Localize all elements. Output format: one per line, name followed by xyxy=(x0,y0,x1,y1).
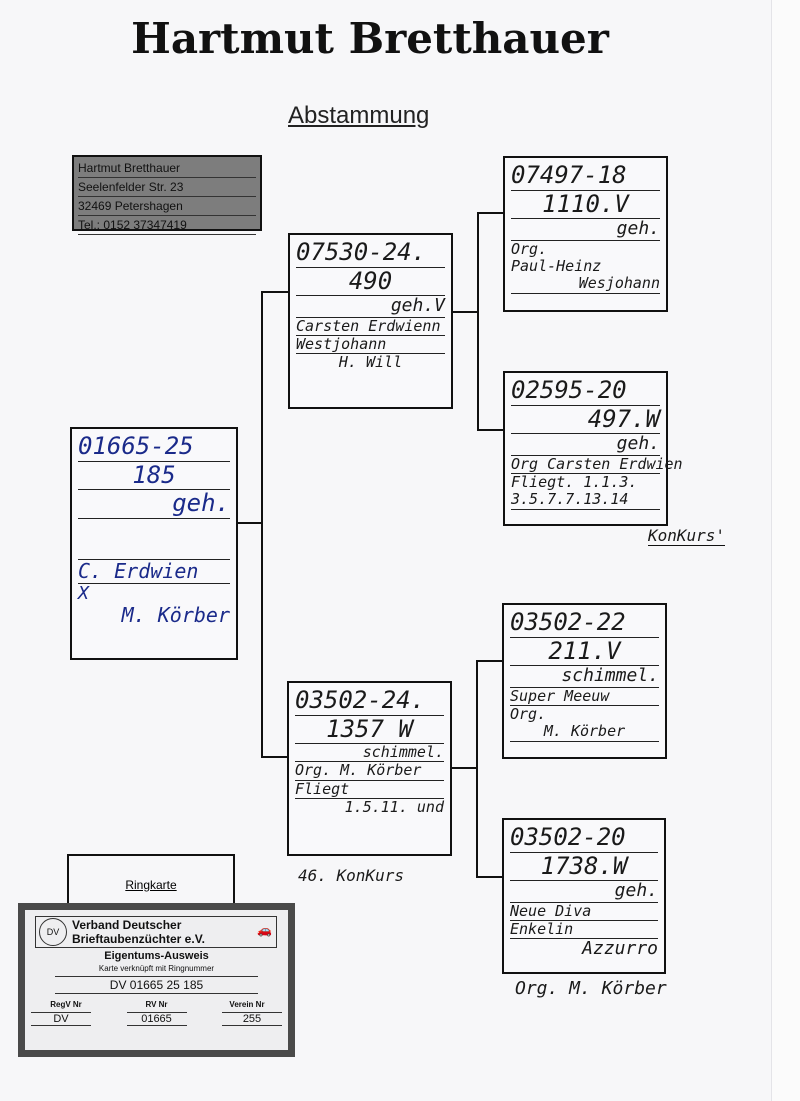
address-street: Seelenfelder Str. 23 xyxy=(78,178,256,197)
ring-number: 03502-24. xyxy=(295,686,444,716)
breeder: Org. M. Körber xyxy=(295,762,444,781)
color: schimmel. xyxy=(510,665,659,688)
scan-edge xyxy=(771,0,800,1101)
color: geh. xyxy=(511,218,660,241)
connector xyxy=(476,876,503,878)
connector xyxy=(261,291,263,758)
color: geh. xyxy=(510,880,658,903)
breeder: M. Körber xyxy=(510,723,659,742)
breeder: Carsten Erdwienn xyxy=(296,317,445,337)
card-subheading: Karte verknüpft mit Ringnummer xyxy=(98,964,215,973)
color: geh. xyxy=(511,433,660,456)
dam-sire-box: 03502-22 211.V schimmel. Super Meeuw Org… xyxy=(502,603,667,759)
pigeon-number: 185 xyxy=(78,461,230,491)
document-subtitle: Abstammung xyxy=(288,102,430,129)
col-label: Verein Nr xyxy=(229,1000,265,1009)
pigeon-number: 1110.V xyxy=(511,190,660,220)
document-title: Hartmut Bretthauer xyxy=(131,14,609,63)
ring-number: 03502-20 xyxy=(510,823,658,853)
breeder: M. Körber xyxy=(121,603,230,628)
col-value: 255 xyxy=(222,1012,282,1026)
pigeon-number: 1738.W xyxy=(510,852,658,882)
dam-dam-box: 03502-20 1738.W geh. Neue Diva Enkelin A… xyxy=(502,818,666,974)
performance: Fliegt. 1.1.3. xyxy=(511,473,638,492)
breeder: H. Will xyxy=(338,353,403,372)
pigeon-number: 1357 W xyxy=(295,715,444,745)
ring-number: 02595-20 xyxy=(511,376,660,406)
root-pigeon-box: 01665-25 185 geh. C. Erdwien X M. Körber xyxy=(70,427,238,660)
org-name: Brieftaubenzüchter e.V. xyxy=(72,932,205,946)
connector xyxy=(238,522,263,524)
card-heading: Eigentums-Ausweis xyxy=(104,950,209,962)
address-box: Hartmut Bretthauer Seelenfelder Str. 23 … xyxy=(72,155,262,235)
breeder: Org Carsten Erdwien xyxy=(511,454,683,475)
ring-number: 07497-18 xyxy=(511,161,660,191)
performance: Fliegt xyxy=(295,780,444,799)
connector xyxy=(477,429,504,431)
blank-line xyxy=(78,519,230,560)
color: schimmel. xyxy=(295,743,444,763)
color: geh. xyxy=(78,490,230,519)
breeder: Org. xyxy=(510,705,547,724)
breeder: Paul-Heinz xyxy=(511,257,602,276)
breeder: Westjohann xyxy=(296,335,445,355)
sire-dam-box: 02595-20 497.W geh. Org Carsten Erdwien … xyxy=(503,371,683,526)
color: geh.V xyxy=(296,295,445,318)
ringkarte-label: Ringkarte xyxy=(125,878,177,892)
card-ring-number: DV 01665 25 185 xyxy=(55,976,258,994)
connector xyxy=(453,311,479,313)
col-label: RV Nr xyxy=(145,1000,168,1009)
sire-sire-box: 07497-18 1110.V geh. Org. Paul-Heinz Wes… xyxy=(503,156,668,312)
col-label: RegV Nr xyxy=(50,1000,82,1009)
pigeon-number: 211.V xyxy=(510,637,659,667)
address-phone: Tel.: 0152 37347419 xyxy=(78,216,256,235)
lineage: Azzurro xyxy=(582,938,658,960)
col-value: 01665 xyxy=(126,1012,187,1026)
connector xyxy=(261,291,289,293)
dam-dam-note: Org. M. Körber xyxy=(515,978,667,999)
address-city: 32469 Petershagen xyxy=(78,197,256,216)
cross: X xyxy=(78,582,89,604)
performance: 1.5.11. und xyxy=(344,797,444,816)
performance: 3.5.7.7.13.14 xyxy=(511,491,660,510)
connector xyxy=(477,212,479,431)
pigeon-number: 490 xyxy=(296,267,445,297)
ring-number: 07530-24. xyxy=(296,238,445,268)
dam-note: 46. KonKurs xyxy=(298,866,404,885)
ring-number: 01665-25 xyxy=(78,432,230,462)
lineage: Neue Diva xyxy=(510,902,658,922)
lineage: Super Meeuw xyxy=(510,687,659,707)
connector xyxy=(476,660,503,662)
org-name: Verband Deutscher xyxy=(72,918,182,932)
connector xyxy=(477,212,504,214)
car-icon: 🚗 xyxy=(257,923,272,937)
association-logo: DV xyxy=(39,918,67,946)
connector xyxy=(452,767,478,769)
connector xyxy=(476,660,478,878)
lineage: Enkelin xyxy=(510,920,658,940)
dam-box: 03502-24. 1357 W schimmel. Org. M. Körbe… xyxy=(287,681,452,856)
breeder: C. Erdwien xyxy=(78,559,230,584)
sire-dam-note: KonKurs' xyxy=(648,526,726,546)
ring-number: 03502-22 xyxy=(510,608,659,638)
breeder: Wesjohann xyxy=(511,275,660,294)
address-name: Hartmut Bretthauer xyxy=(78,159,256,178)
breeder: Org. xyxy=(511,239,548,258)
connector xyxy=(261,756,288,758)
col-value: DV xyxy=(31,1012,91,1026)
pigeon-number: 497.W xyxy=(511,405,660,435)
sire-box: 07530-24. 490 geh.V Carsten Erdwienn Wes… xyxy=(288,233,453,409)
